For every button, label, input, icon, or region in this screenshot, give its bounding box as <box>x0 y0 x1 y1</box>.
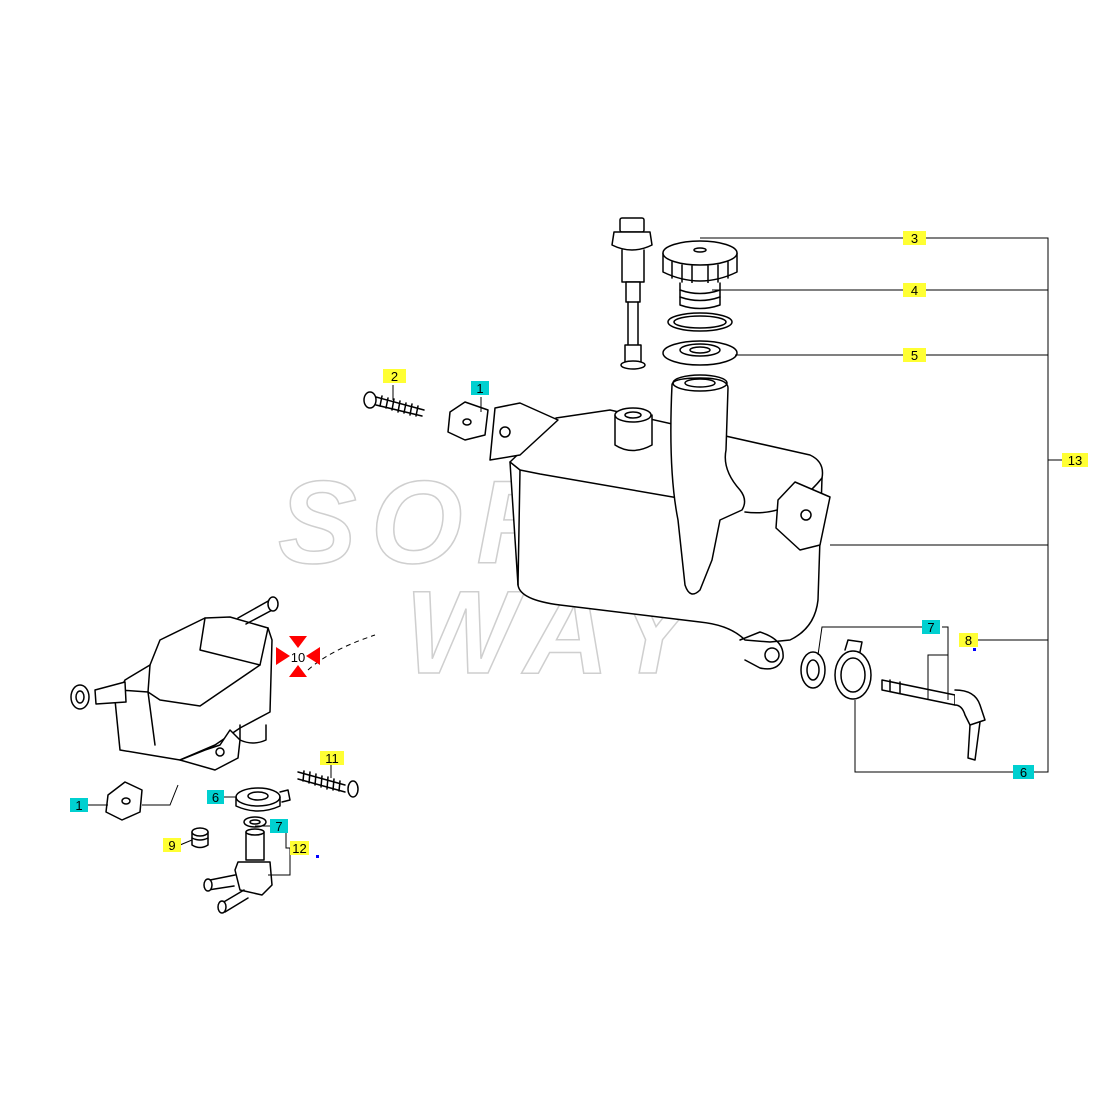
nut-1-top <box>447 401 489 441</box>
callout-12[interactable]: 12 <box>290 841 309 856</box>
marker-dot-8 <box>973 648 976 651</box>
callout-9[interactable]: 9 <box>163 838 181 853</box>
callout-1-bottom[interactable]: 1 <box>70 798 88 813</box>
spacer-9 <box>191 827 209 849</box>
screw-11 <box>297 770 359 798</box>
callout-2[interactable]: 2 <box>383 369 406 384</box>
hose-clamp-6 <box>834 639 872 700</box>
nut-1-bottom <box>105 781 143 821</box>
callout-13[interactable]: 13 <box>1062 453 1088 468</box>
washer-7-bottom <box>243 816 267 828</box>
filler-gasket <box>662 340 738 366</box>
callout-6-right[interactable]: 6 <box>1013 765 1034 780</box>
callout-7-bottom[interactable]: 7 <box>270 819 288 834</box>
tank-bracket-left <box>489 402 559 461</box>
callout-5[interactable]: 5 <box>903 348 926 363</box>
cap-oring <box>667 312 733 332</box>
callout-7-right[interactable]: 7 <box>922 620 940 635</box>
oil-pump-body <box>70 596 279 771</box>
callout-6-bottom[interactable]: 6 <box>207 790 224 805</box>
marker-dot-12 <box>316 855 319 858</box>
callout-10-markers <box>276 636 320 677</box>
outlet-fitting-8 <box>881 679 986 761</box>
callout-8[interactable]: 8 <box>959 633 978 648</box>
callout-10[interactable]: 10 <box>290 649 306 665</box>
fitting-12 <box>203 828 273 914</box>
callout-1-top[interactable]: 1 <box>471 381 489 396</box>
hose-clamp-6-bottom <box>235 787 291 812</box>
outlet-washer-7 <box>800 651 826 689</box>
callout-3[interactable]: 3 <box>903 231 926 246</box>
callout-11[interactable]: 11 <box>320 751 344 766</box>
screw-2 <box>363 391 425 417</box>
filler-cap <box>662 240 738 310</box>
oil-tank-main <box>509 374 831 670</box>
callout-4[interactable]: 4 <box>903 283 926 298</box>
level-sensor <box>611 217 653 370</box>
